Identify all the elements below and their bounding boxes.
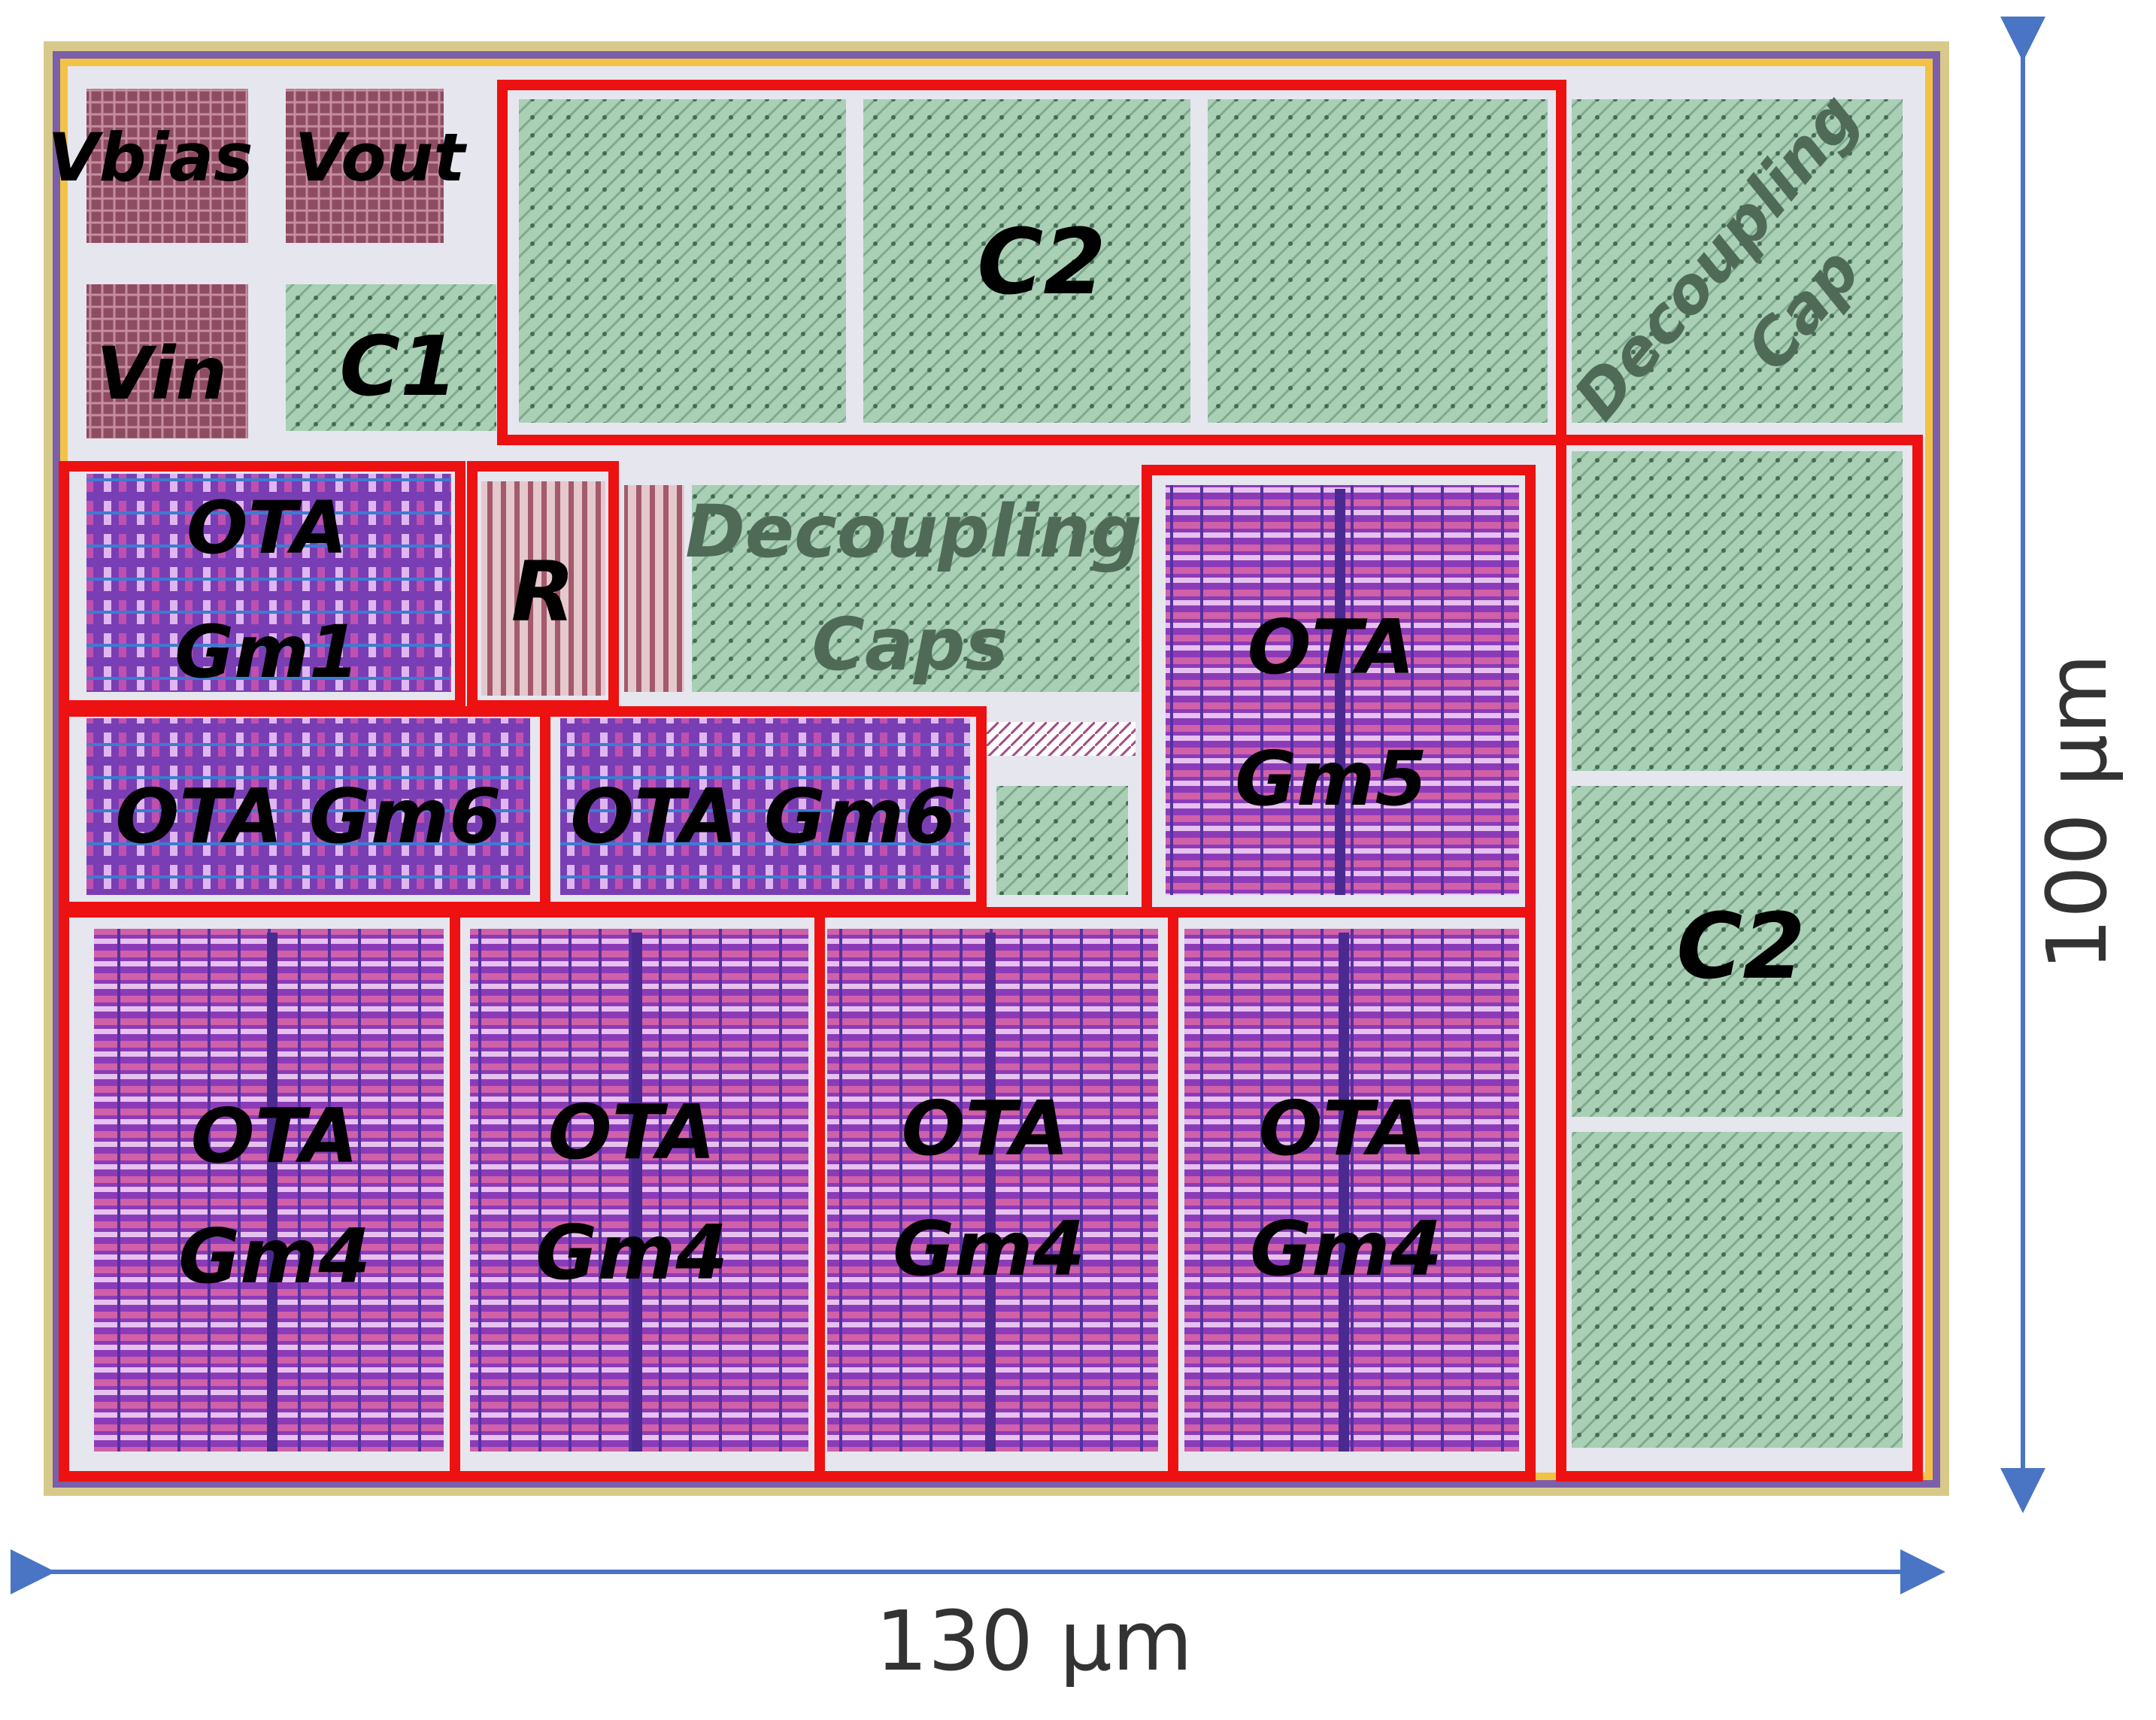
width-label: 130 µm bbox=[875, 1593, 1193, 1689]
ota-gm4-1-label-a: OTA bbox=[191, 1092, 359, 1180]
vin-label: Vin bbox=[96, 332, 227, 416]
ota-gm4-3-label-b: Gm4 bbox=[893, 1205, 1085, 1293]
ota-gm4-4-label-a: OTA bbox=[1259, 1084, 1427, 1172]
ota-gm5-label-2: Gm5 bbox=[1235, 735, 1427, 823]
r-label: R bbox=[511, 544, 575, 640]
vbias-label: Vbias bbox=[47, 119, 253, 196]
ota-gm4-4-label-b: Gm4 bbox=[1250, 1205, 1442, 1293]
block-outlines bbox=[59, 80, 1923, 1482]
ota-gm6-block-a bbox=[86, 718, 530, 895]
ota-gm6-label-a: OTA Gm6 bbox=[115, 772, 502, 860]
vout-pad bbox=[286, 89, 444, 243]
decoupling-caps-middle-strip bbox=[624, 485, 684, 692]
vbias-pad bbox=[86, 89, 248, 243]
c1-label: C1 bbox=[339, 318, 457, 414]
vin-pad bbox=[86, 284, 248, 438]
ota-gm4-2-label-a: OTA bbox=[548, 1088, 716, 1176]
c1-capacitor bbox=[286, 284, 496, 431]
ota-gm4-3-label-a: OTA bbox=[902, 1084, 1069, 1172]
ota-gm4-2-label-b: Gm4 bbox=[535, 1209, 728, 1297]
c2-top-capacitor bbox=[519, 99, 1548, 423]
ota-gm6-label-b: OTA Gm6 bbox=[570, 772, 957, 860]
c2-right-capacitor bbox=[1572, 451, 1903, 1448]
resistor-block bbox=[481, 481, 605, 696]
decoupling-caps-label-2: Caps bbox=[811, 602, 1008, 687]
small-capacitor bbox=[996, 786, 1128, 895]
decoupling-caps-label-1: Decoupling bbox=[685, 490, 1142, 574]
ota-gm4-block-4 bbox=[1184, 929, 1519, 1452]
vout-label: Vout bbox=[295, 119, 468, 196]
gm4-bus-lines bbox=[267, 489, 1349, 1452]
c2-right-label: C2 bbox=[1676, 895, 1806, 1000]
ota-gm1-label-2: Gm1 bbox=[174, 610, 359, 694]
c2-top-label: C2 bbox=[977, 211, 1106, 315]
ota-gm1-label-1: OTA bbox=[186, 486, 347, 570]
ota-gm4-1-label-b: Gm4 bbox=[178, 1212, 371, 1300]
ota-gm6-block-b bbox=[560, 718, 970, 895]
decoupling-caps-middle bbox=[692, 485, 1139, 692]
decoupling-cap-top-right bbox=[1572, 99, 1903, 423]
ota-gm5-label-1: OTA bbox=[1248, 603, 1415, 691]
height-label: 100 µm bbox=[2029, 654, 2125, 971]
ota-gm1-block bbox=[86, 474, 451, 692]
diag-fill-area bbox=[985, 722, 1136, 756]
